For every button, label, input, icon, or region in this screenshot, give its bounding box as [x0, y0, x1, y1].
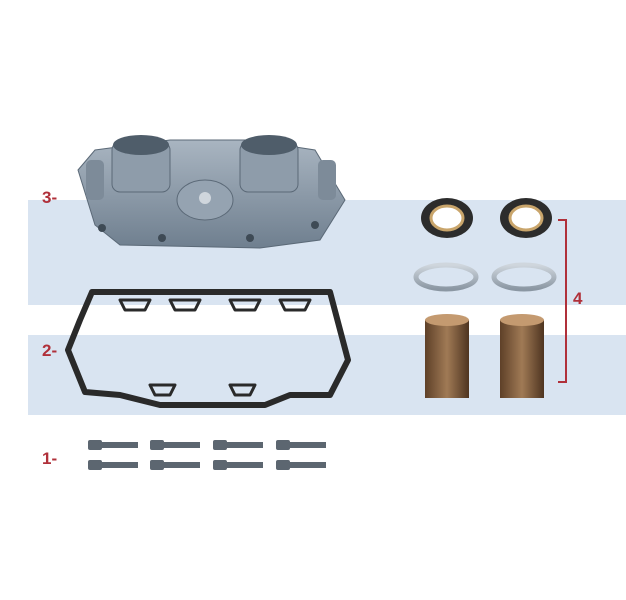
seal-kit-part: [413, 198, 557, 398]
group-bracket: [558, 219, 567, 383]
bolts-part: [88, 440, 326, 470]
caliper-housing-part: [77, 135, 346, 249]
part-1-label: 1-: [42, 449, 58, 468]
gasket-part: [65, 289, 351, 408]
part-3-label: 3-: [42, 188, 58, 207]
part-4-label: 4: [573, 289, 583, 308]
part-2-label: 2-: [42, 341, 58, 360]
